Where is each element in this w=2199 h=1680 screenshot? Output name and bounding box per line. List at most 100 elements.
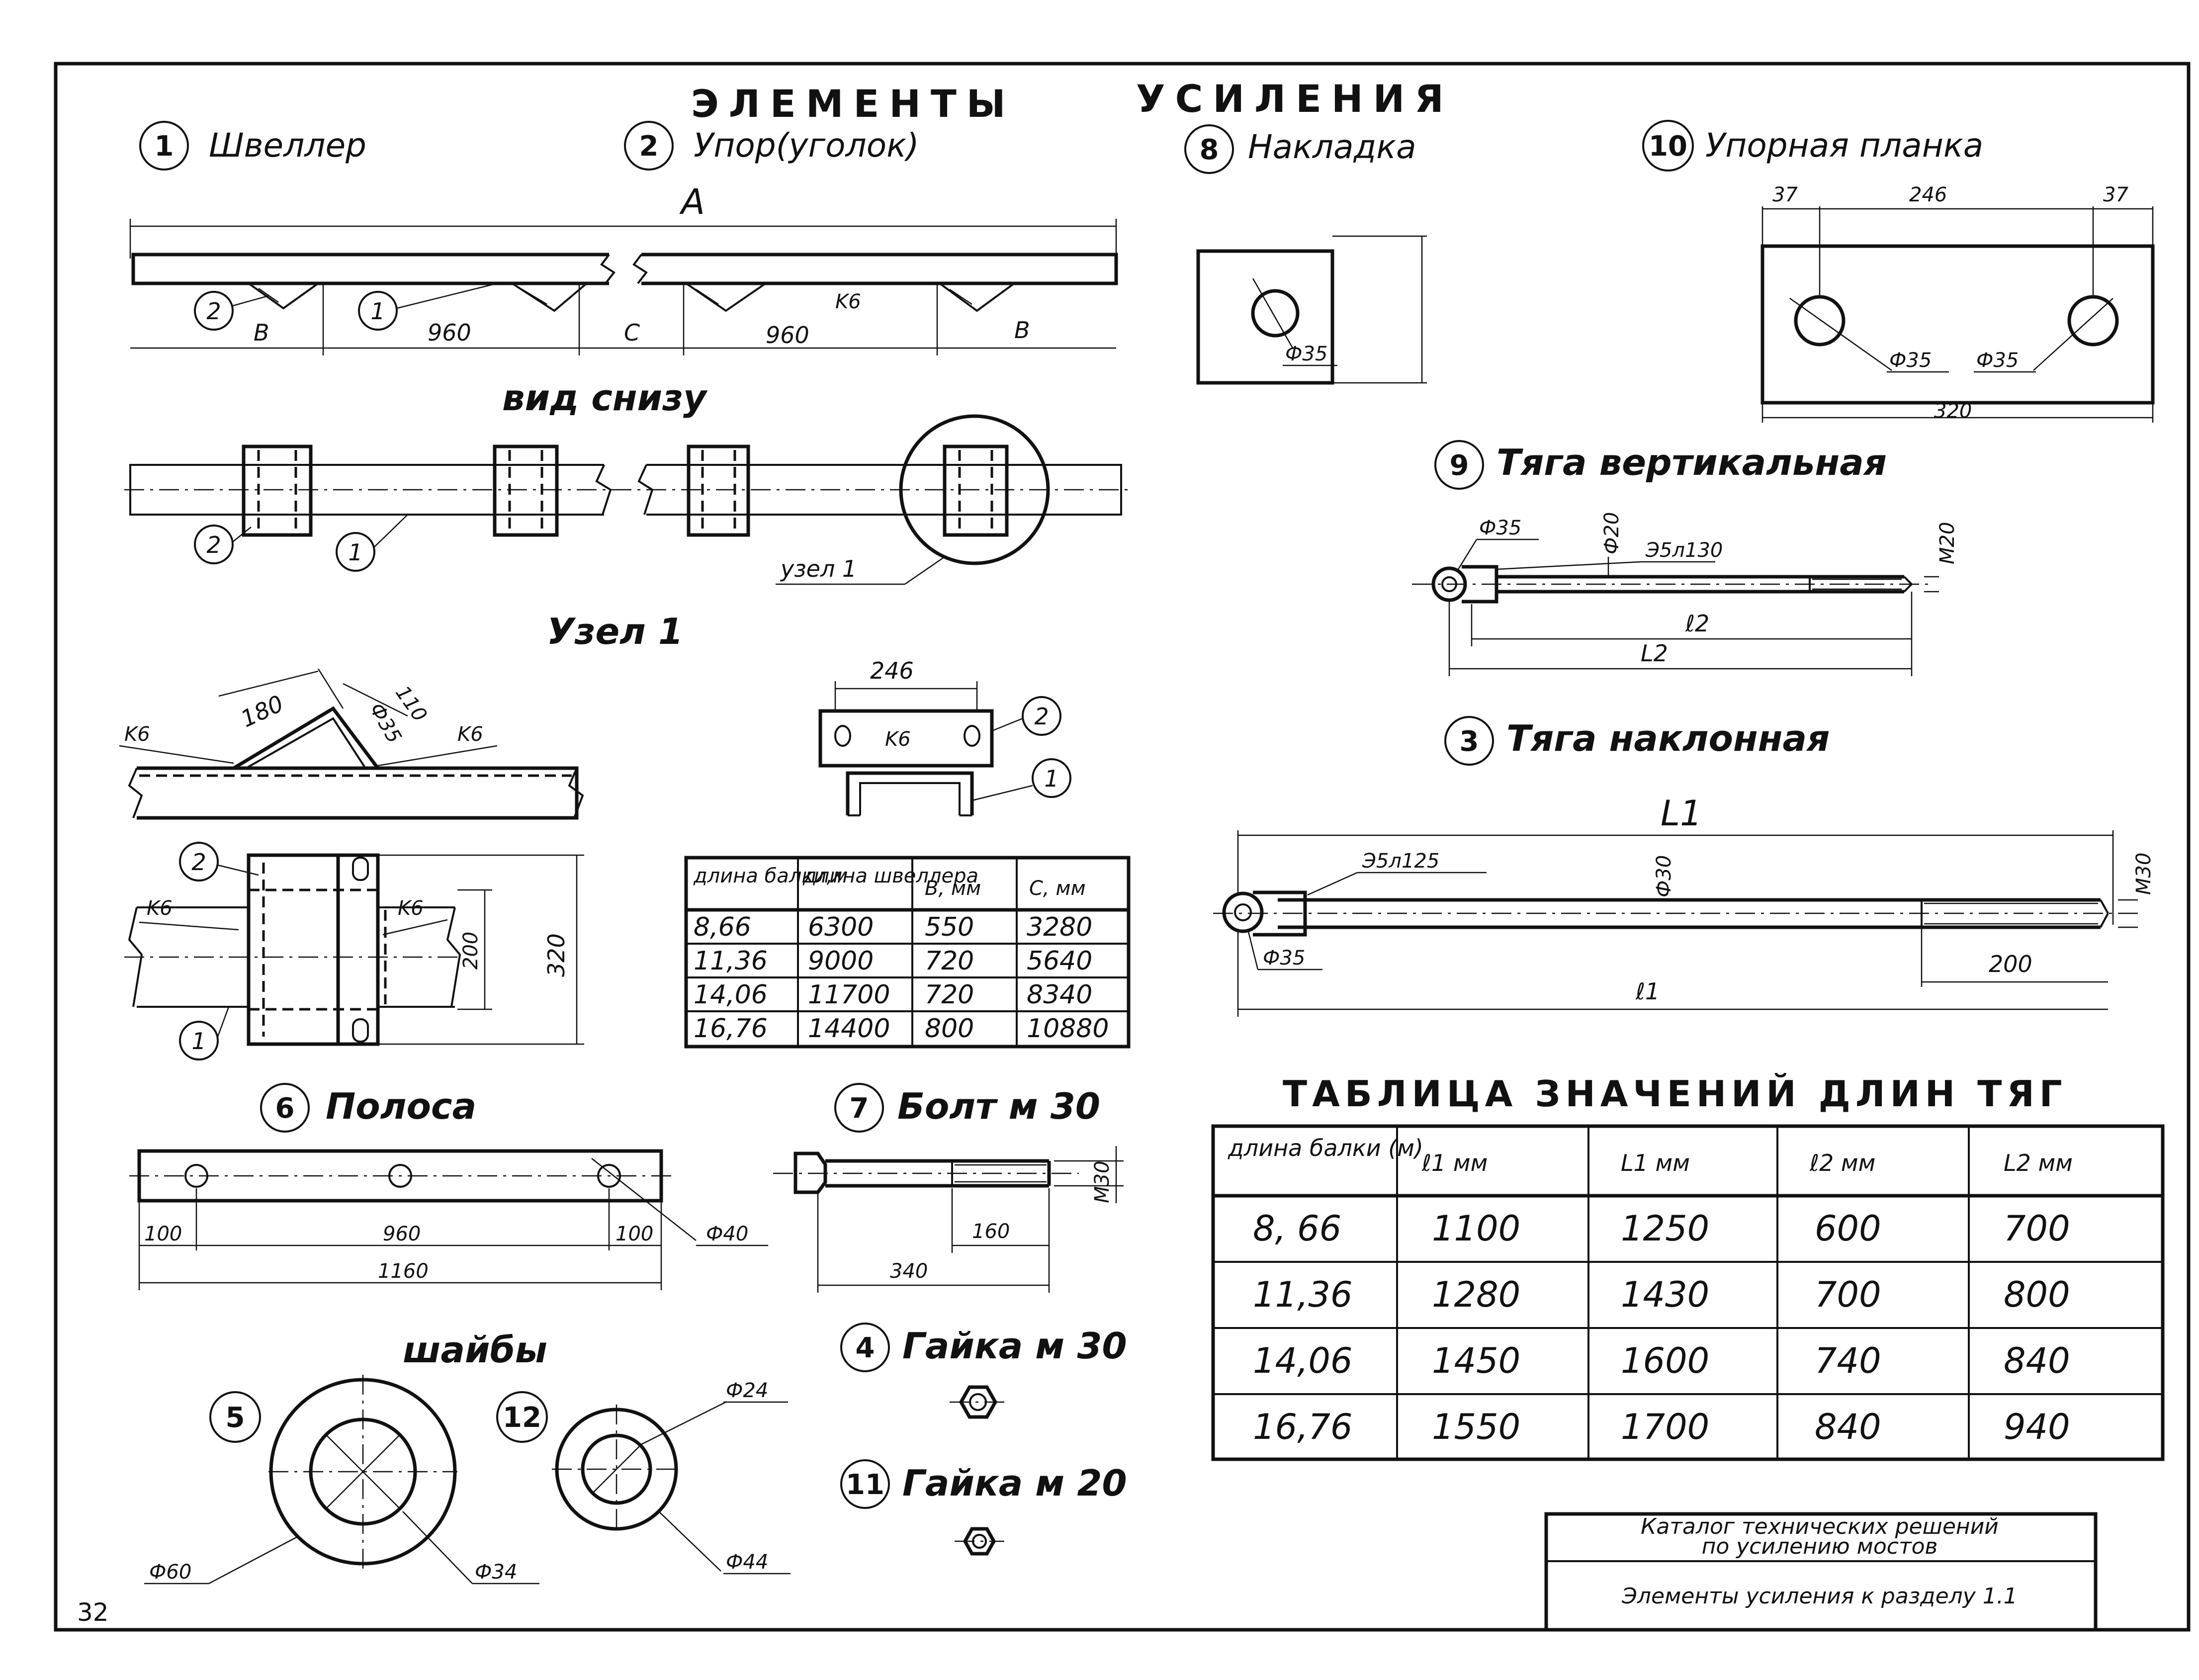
plate-8: Ф35 — [1196, 235, 1427, 385]
rod-9-vertical: Ф35 Ф20 Э5л130 M20 ℓ2 L2 — [1412, 512, 1959, 676]
svg-text:246: 246 — [870, 657, 914, 684]
channel-table-cell: 16,76 — [694, 1014, 768, 1044]
svg-text:200: 200 — [459, 932, 482, 970]
svg-text:L2: L2 — [1641, 640, 1668, 667]
channel-table-cell: 8340 — [1027, 980, 1092, 1010]
sheet-title-right: УСИЛЕНИЯ — [1136, 77, 1454, 121]
rods-table-header-2: L1 мм — [1621, 1149, 1690, 1176]
rods-table-header-4: L2 мм — [2004, 1149, 2073, 1176]
svg-text:1: 1 — [191, 1028, 206, 1055]
svg-text:B: B — [254, 319, 269, 346]
svg-text:K6: K6 — [124, 723, 150, 746]
bottom-view: вид снизу 2 1 узел 1 — [124, 377, 1129, 585]
svg-text:шайбы: шайбы — [403, 1329, 547, 1371]
bolt-7: 160 340 M30 — [773, 1146, 1124, 1293]
part-header-5: 5 — [209, 1391, 261, 1443]
rods-table-cell: 1280 — [1432, 1274, 1520, 1315]
svg-text:3: 3 — [1460, 725, 1479, 758]
svg-text:Ф20: Ф20 — [1600, 512, 1623, 554]
svg-text:Ф34: Ф34 — [475, 1561, 517, 1584]
rods-table-cell: 11,36 — [1253, 1274, 1352, 1315]
svg-text:Ф35: Ф35 — [1889, 349, 1932, 372]
rods-table-cell: 1700 — [1621, 1407, 1709, 1447]
rod-3-inclined: L1 Э5л125 Ф30 M30 Ф35 200 ℓ1 — [1213, 793, 2155, 1017]
rods-table-cell: 14,06 — [1253, 1340, 1352, 1381]
rods-table-cell: 740 — [1815, 1340, 1881, 1381]
rods-table-cell: 840 — [2004, 1340, 2070, 1381]
washers: шайбы Ф60 Ф34 Ф24 Ф44 — [144, 1329, 791, 1585]
svg-text:246: 246 — [1909, 183, 1947, 206]
svg-text:5: 5 — [226, 1402, 245, 1434]
svg-text:7: 7 — [850, 1092, 869, 1125]
part-header-10: 10 Упорная планка — [1642, 120, 1983, 172]
channel-table-cell: 3280 — [1027, 912, 1092, 942]
svg-text:12: 12 — [503, 1402, 541, 1434]
channel-table-header-0: длина балки,м — [693, 865, 848, 887]
svg-text:M30: M30 — [1091, 1161, 1114, 1203]
svg-text:Ф35: Ф35 — [1285, 343, 1327, 365]
svg-text:узел 1: узел 1 — [780, 555, 857, 582]
rods-table-cell: 940 — [2004, 1407, 2070, 1447]
svg-text:K6: K6 — [885, 728, 911, 751]
svg-text:2: 2 — [1034, 703, 1049, 730]
svg-text:M30: M30 — [2132, 853, 2155, 895]
svg-text:2: 2 — [206, 531, 221, 558]
beam-elevation: A B 960 C 960 B K6 2 1 — [129, 181, 1118, 355]
page-number: 32 — [77, 1598, 109, 1627]
rods-table-cell: 600 — [1815, 1208, 1881, 1249]
svg-text:6: 6 — [275, 1092, 295, 1125]
svg-text:11: 11 — [846, 1469, 884, 1501]
svg-text:K6: K6 — [147, 897, 173, 920]
part-header-9: 9 Тяга вертикальная — [1434, 440, 1887, 490]
svg-text:4: 4 — [856, 1332, 875, 1364]
svg-text:1160: 1160 — [378, 1260, 429, 1283]
svg-text:вид снизу: вид снизу — [502, 377, 708, 419]
rods-table-cell: 16,76 — [1253, 1407, 1352, 1447]
svg-text:Элементы усиления к разделу 1.: Элементы усиления к разделу 1.1 — [1621, 1584, 2018, 1609]
svg-text:Ф40: Ф40 — [706, 1223, 748, 1245]
svg-text:Упор(уголок): Упор(уголок) — [694, 126, 919, 165]
part-header-4: 4 Гайка м 30 — [840, 1323, 1127, 1372]
nut-m30 — [950, 1385, 1007, 1419]
sheet-frame — [54, 62, 2191, 1632]
channel-table-cell: 11700 — [808, 980, 890, 1010]
svg-text:Гайка м 20: Гайка м 20 — [902, 1462, 1127, 1504]
node1-cross-section: 246 K6 2 1 — [818, 657, 1071, 816]
svg-text:160: 160 — [972, 1220, 1010, 1243]
rods-table-cell: 800 — [2004, 1274, 2070, 1315]
rods-table: ТАБЛИЦА ЗНАЧЕНИЙ ДЛИН ТЯГ длина балки (м… — [1211, 1073, 2165, 1461]
part-header-6: 6 Полоса — [260, 1083, 476, 1133]
svg-text:Ф24: Ф24 — [726, 1379, 768, 1402]
rods-table-cell: 8, 66 — [1253, 1208, 1341, 1249]
svg-text:960: 960 — [428, 319, 471, 346]
nut-m20 — [955, 1527, 1004, 1556]
svg-text:A: A — [679, 181, 705, 222]
svg-text:Узел 1: Узел 1 — [547, 611, 683, 652]
rods-table-header-0: длина балки (м) — [1228, 1135, 1423, 1161]
svg-text:Швеллер: Швеллер — [209, 126, 366, 165]
svg-text:340: 340 — [890, 1260, 928, 1283]
svg-text:Тяга вертикальная: Тяга вертикальная — [1496, 442, 1887, 483]
title-stamp: Каталог технических решений по усилению … — [1544, 1512, 2098, 1632]
rods-table-cell: 1600 — [1621, 1340, 1709, 1381]
svg-text:Ф30: Ф30 — [1653, 855, 1675, 897]
svg-text:10: 10 — [1649, 130, 1687, 163]
rods-table-header-1: ℓ1 мм — [1421, 1149, 1488, 1176]
svg-text:1: 1 — [370, 298, 385, 325]
svg-text:K6: K6 — [835, 290, 861, 313]
rods-table-cell: 1100 — [1432, 1208, 1520, 1249]
svg-text:M20: M20 — [1936, 522, 1959, 564]
svg-text:C: C — [624, 319, 640, 346]
channel-table-cell: 14,06 — [694, 980, 768, 1010]
svg-text:B: B — [1014, 317, 1030, 344]
channel-table-cell: 6300 — [808, 912, 874, 942]
channel-table-cell: 5640 — [1027, 946, 1092, 976]
rods-table-title: ТАБЛИЦА ЗНАЧЕНИЙ ДЛИН ТЯГ — [1283, 1073, 2067, 1115]
channel-table-cell: 550 — [925, 912, 974, 942]
svg-text:Гайка м 30: Гайка м 30 — [902, 1325, 1127, 1367]
svg-text:ℓ1: ℓ1 — [1635, 978, 1660, 1005]
svg-text:Ф35: Ф35 — [1263, 947, 1305, 970]
channel-table-cell: 720 — [925, 980, 974, 1010]
rods-table-cell: 1450 — [1432, 1340, 1520, 1381]
channel-table-header-1: длина швеллера — [802, 865, 978, 887]
